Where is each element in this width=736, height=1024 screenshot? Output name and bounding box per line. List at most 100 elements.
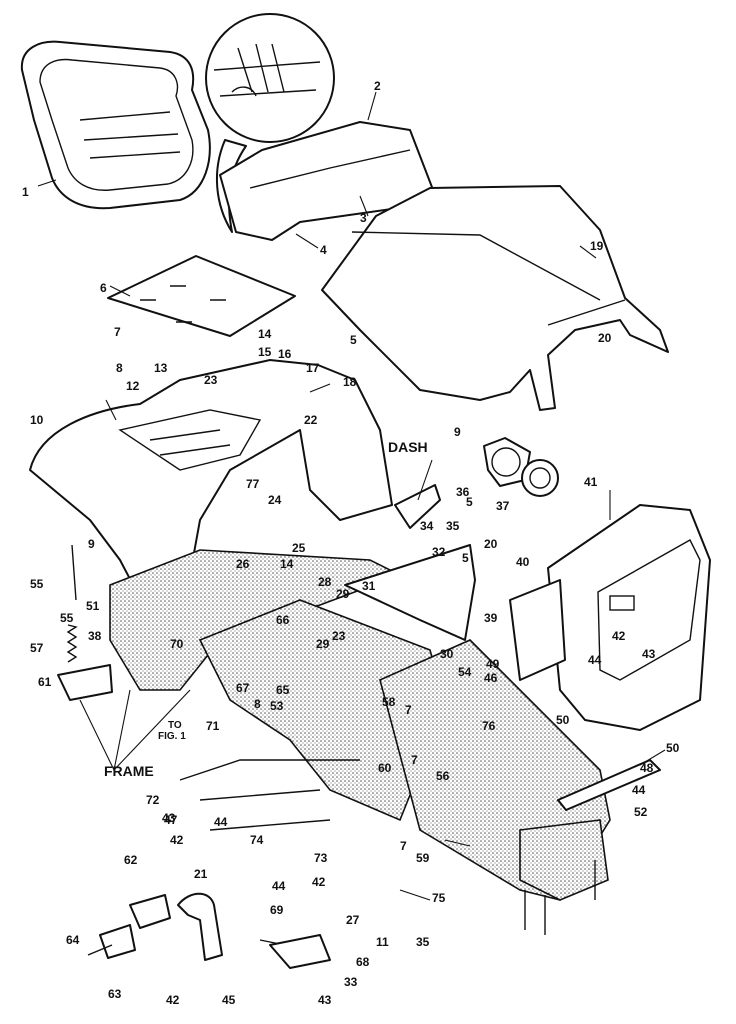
callout: 38 bbox=[88, 629, 102, 643]
callout: 77 bbox=[246, 477, 260, 491]
callout: 18 bbox=[343, 375, 357, 389]
callout: 55 bbox=[60, 611, 74, 625]
dash-housing-41 bbox=[547, 504, 711, 731]
callout: 64 bbox=[66, 933, 80, 947]
callout: 59 bbox=[416, 851, 430, 865]
callout: 5 bbox=[462, 551, 469, 565]
callout: 14 bbox=[258, 327, 272, 341]
callout: 61 bbox=[38, 675, 52, 689]
callout: 20 bbox=[484, 537, 498, 551]
callout: 63 bbox=[108, 987, 122, 1001]
callout: 19 bbox=[590, 239, 604, 253]
callout: 8 bbox=[116, 361, 123, 375]
callout: 60 bbox=[378, 761, 392, 775]
callout: 41 bbox=[584, 475, 598, 489]
callout: 7 bbox=[405, 703, 412, 717]
callout: 45 bbox=[222, 993, 236, 1007]
seat bbox=[20, 40, 211, 210]
callout: 66 bbox=[276, 613, 290, 627]
callout: 29 bbox=[316, 637, 330, 651]
callout: 53 bbox=[270, 699, 284, 713]
dash-label: DASH bbox=[388, 439, 428, 455]
callout: 28 bbox=[318, 575, 332, 589]
callout: 54 bbox=[458, 665, 472, 679]
callout: 74 bbox=[250, 833, 264, 847]
callout: 23 bbox=[204, 373, 218, 387]
callout: 1 bbox=[22, 185, 29, 199]
callout: 7 bbox=[400, 839, 407, 853]
callout: 50 bbox=[556, 713, 570, 727]
callout: 7 bbox=[411, 753, 418, 767]
callout: 24 bbox=[268, 493, 282, 507]
callout: 52 bbox=[634, 805, 648, 819]
callout: 7 bbox=[114, 325, 121, 339]
inset-detail bbox=[205, 13, 335, 233]
callout: 44 bbox=[588, 653, 602, 667]
rear-fender-19 bbox=[321, 185, 669, 411]
callout: 43 bbox=[162, 811, 176, 825]
callout: 44 bbox=[632, 783, 646, 797]
callout: 23 bbox=[332, 629, 346, 643]
callout-numbers: 1 2 3 4 5 5 5 6 7 7 7 7 8 8 9 9 10 11 12… bbox=[22, 79, 680, 1007]
callout: 21 bbox=[194, 867, 208, 881]
callout: 34 bbox=[420, 519, 434, 533]
callout: 44 bbox=[272, 879, 286, 893]
dash-panel bbox=[344, 484, 476, 641]
callout: 68 bbox=[356, 955, 370, 969]
callout: 2 bbox=[374, 79, 381, 93]
callout: 9 bbox=[454, 425, 461, 439]
callout: 13 bbox=[154, 361, 168, 375]
callout: 42 bbox=[166, 993, 180, 1007]
frame-assembly bbox=[109, 549, 611, 935]
callout: 72 bbox=[146, 793, 160, 807]
callout: 62 bbox=[124, 853, 138, 867]
callout: 4 bbox=[320, 243, 327, 257]
callout: 32 bbox=[432, 545, 446, 559]
callout: 14 bbox=[280, 557, 294, 571]
callout: 43 bbox=[642, 647, 656, 661]
callout: 33 bbox=[344, 975, 358, 989]
callout: 3 bbox=[360, 211, 367, 225]
callout: 40 bbox=[516, 555, 530, 569]
callout: 67 bbox=[236, 681, 250, 695]
callout: 15 bbox=[258, 345, 272, 359]
linkage-rods bbox=[179, 759, 360, 969]
callout: 57 bbox=[30, 641, 44, 655]
callout: 9 bbox=[88, 537, 95, 551]
callout: 51 bbox=[86, 599, 100, 613]
brake-pedal-21 bbox=[87, 892, 223, 961]
callout: 37 bbox=[496, 499, 510, 513]
leader-lines bbox=[37, 91, 666, 901]
callout: 48 bbox=[640, 761, 654, 775]
callout: 5 bbox=[466, 495, 473, 509]
callout: 73 bbox=[314, 851, 328, 865]
mounting-plate-40 bbox=[509, 579, 566, 681]
callout: 42 bbox=[170, 833, 184, 847]
callout: 75 bbox=[432, 891, 446, 905]
callout: 39 bbox=[484, 611, 498, 625]
callout: 11 bbox=[376, 935, 389, 949]
callout: 35 bbox=[446, 519, 460, 533]
callout: 5 bbox=[350, 333, 357, 347]
callout: 10 bbox=[30, 413, 44, 427]
callout: 16 bbox=[278, 347, 292, 361]
callout: 55 bbox=[30, 577, 44, 591]
callout: 44 bbox=[214, 815, 228, 829]
callout: 35 bbox=[416, 935, 430, 949]
gauge-37 bbox=[521, 459, 559, 497]
callout: 46 bbox=[484, 671, 498, 685]
callout: 22 bbox=[304, 413, 318, 427]
callout: 26 bbox=[236, 557, 250, 571]
callout: 20 bbox=[598, 331, 612, 345]
callout: 17 bbox=[306, 361, 320, 375]
callout: 69 bbox=[270, 903, 284, 917]
callout: 27 bbox=[346, 913, 360, 927]
callout: 65 bbox=[276, 683, 290, 697]
callout: 12 bbox=[126, 379, 140, 393]
callout: 42 bbox=[612, 629, 626, 643]
bracket-47 bbox=[557, 759, 661, 811]
callout: 58 bbox=[382, 695, 396, 709]
callout: 8 bbox=[254, 697, 261, 711]
spring-54 bbox=[57, 544, 113, 701]
frame-label: FRAME bbox=[104, 763, 154, 779]
